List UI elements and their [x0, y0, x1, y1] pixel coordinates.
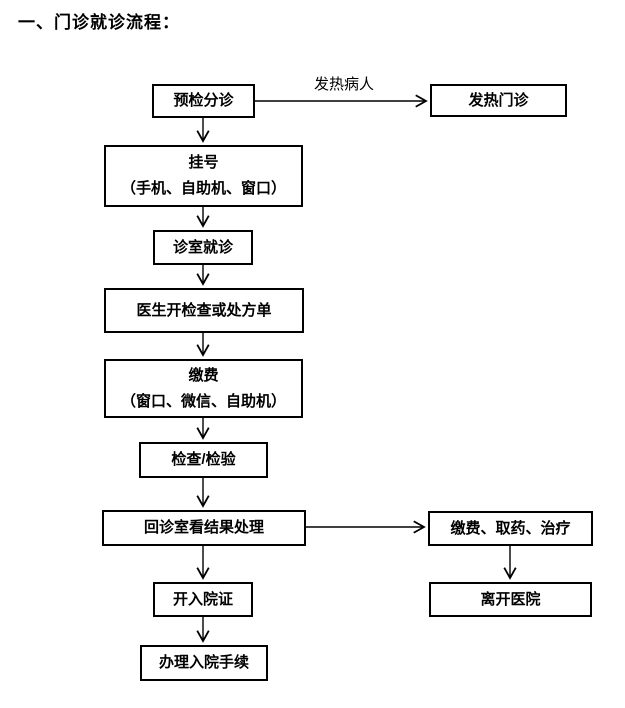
node-payment: 缴费 （窗口、微信、自助机）: [104, 359, 303, 418]
node-admission-proc-label: 办理入院手续: [158, 654, 249, 671]
node-review: 回诊室看结果处理: [102, 510, 306, 546]
node-admission-proc: 办理入院手续: [140, 645, 268, 681]
node-payment-line2: （窗口、微信、自助机）: [120, 392, 286, 410]
node-register: 挂号 （手机、自助机、窗口）: [104, 145, 303, 207]
edge-label-fever-patient: 发热病人: [314, 77, 375, 93]
node-leave-hospital: 离开医院: [429, 582, 592, 617]
node-triage: 预检分诊: [152, 84, 255, 118]
node-admission-cert-label: 开入院证: [172, 590, 233, 608]
node-doctor-order-label: 医生开检查或处方单: [136, 301, 272, 319]
node-fever-clinic: 发热门诊: [430, 84, 567, 117]
node-leave-hospital-label: 离开医院: [480, 590, 541, 608]
node-pay-medicine: 缴费、取药、治疗: [428, 511, 593, 546]
node-register-line2: （手机、自助机、窗口）: [120, 180, 286, 197]
node-fever-clinic-label: 发热门诊: [468, 91, 529, 109]
node-review-label: 回诊室看结果处理: [143, 519, 264, 536]
node-register-line1: 挂号: [188, 154, 219, 171]
node-pay-medicine-label: 缴费、取药、治疗: [450, 519, 571, 537]
node-admission-cert: 开入院证: [153, 582, 253, 617]
node-payment-line1: 缴费: [188, 366, 219, 384]
page-title: 一、门诊就诊流程：: [18, 13, 180, 32]
node-exam-label: 检查/检验: [171, 451, 236, 468]
node-clinic-visit-label: 诊室就诊: [172, 238, 233, 256]
node-doctor-order: 医生开检查或处方单: [104, 288, 304, 333]
node-triage-label: 预检分诊: [173, 92, 234, 109]
node-exam: 检查/检验: [139, 442, 268, 478]
node-clinic-visit: 诊室就诊: [153, 230, 253, 265]
